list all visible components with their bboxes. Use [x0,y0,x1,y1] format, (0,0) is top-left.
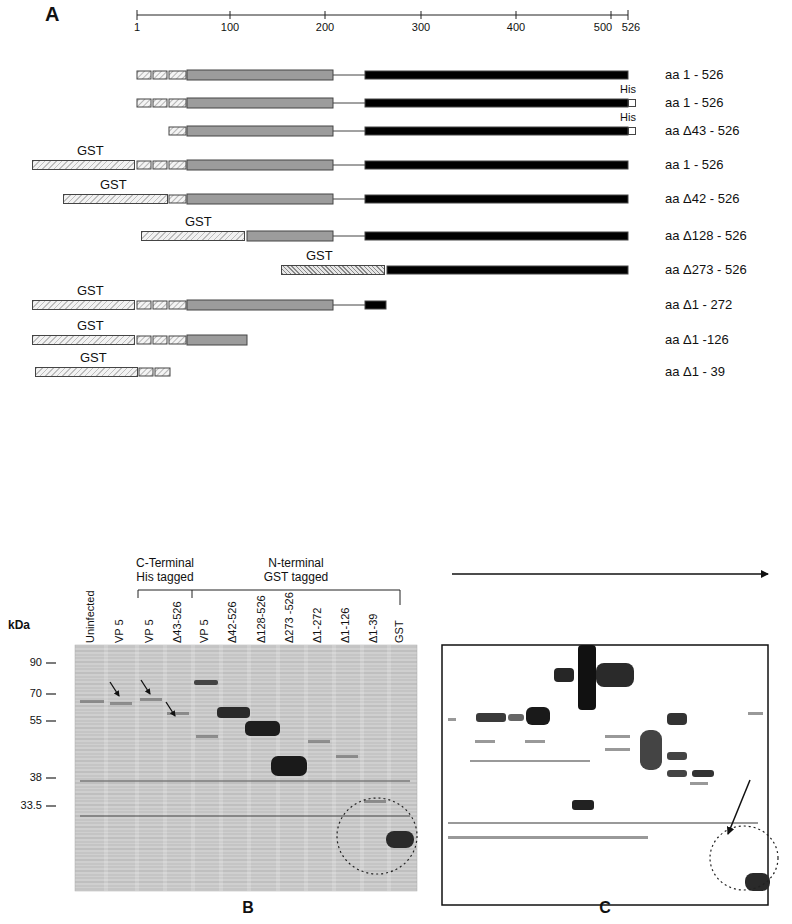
tag-bar [628,127,636,135]
gst-tag-box: GST [32,318,135,345]
sds-page-gel [75,645,417,891]
panel-letter: A [45,2,59,26]
lane-label: Δ1-126 [339,608,352,643]
tag-label: His [620,110,636,125]
marker-size: 70 [30,687,42,700]
construct-label: aa 1 - 526 [665,157,724,173]
lane-label: VP 5 [143,619,156,643]
tag-label: GST [77,318,104,333]
axis-tick-label: 200 [316,21,334,34]
lane-label: Δ42-526 [226,601,239,643]
tag-label: GST [80,350,107,365]
construct-bars [137,70,628,376]
lane-label: Δ1-272 [311,608,324,643]
construct-label: aa Δ128 - 526 [665,228,747,244]
tag-label: GST [185,214,212,229]
lane-label: VP 5 [198,619,211,643]
direction-arrow [452,573,768,575]
construct-label: aa Δ42 - 526 [665,191,739,207]
gst-tag-box: GST [32,283,135,310]
marker-size: 55 [30,714,42,727]
tag-label: GST [77,143,104,158]
tag-bar [281,265,385,275]
gst-tag-box: GST [141,214,245,241]
tag-bar [141,231,245,241]
tag-bar [32,300,135,310]
panel-letter: B [242,898,254,917]
axis-tick-label: 300 [412,21,430,34]
lane-label: Uninfected [84,590,97,643]
axis-tick-label: 500 [594,21,612,34]
axis-tick-label: 526 [622,21,640,34]
marker-size: 90 [30,656,42,669]
tag-bar [32,160,135,170]
construct-label: aa Δ43 - 526 [665,123,739,139]
lane-label: Δ128-526 [255,595,268,643]
axis-unit: kDa [8,618,30,632]
construct-label: aa 1 - 526 [665,67,724,83]
construct-label: aa Δ1 - 39 [665,364,725,380]
his-tag-box: His [620,82,644,107]
tag-label: His [620,82,636,97]
scale-axis [137,10,628,20]
his-tag-box: His [620,110,644,135]
axis-tick-label: 1 [134,21,140,34]
tag-label: GST [77,283,104,298]
tag-bar [32,335,135,345]
tag-bar [35,367,138,377]
axis-tick-label: 100 [221,21,239,34]
construct-label: aa Δ1 - 272 [665,297,732,313]
lane-label: GST [393,620,406,643]
bracket-label: C-Terminal His tagged [130,556,200,584]
western-blot [442,645,778,905]
lane-label: Δ43-526 [171,601,184,643]
gst-tag-box: GST [35,350,138,377]
marker-ticks [46,663,56,806]
bracket-label: N-terminal GST tagged [261,556,331,584]
construct-label: aa 1 - 526 [665,95,724,111]
lane-label: Δ1-39 [367,614,380,643]
gst-tag-box: GST [63,177,168,204]
tag-label: GST [100,177,127,192]
construct-label: aa Δ1 -126 [665,332,729,348]
marker-size: 38 [30,771,42,784]
tag-bar [628,99,636,107]
panel-letter: C [599,898,611,917]
marker-size: 33.5 [21,799,42,812]
tag-bar [63,194,168,204]
tag-label: GST [306,248,333,263]
lane-label: Δ273 -526 [283,592,296,643]
gst-tag-box: GST [32,143,135,170]
construct-label: aa Δ273 - 526 [665,262,747,278]
gst-tag-box: GST [281,248,385,275]
axis-tick-label: 400 [507,21,525,34]
lane-label: VP 5 [113,619,126,643]
